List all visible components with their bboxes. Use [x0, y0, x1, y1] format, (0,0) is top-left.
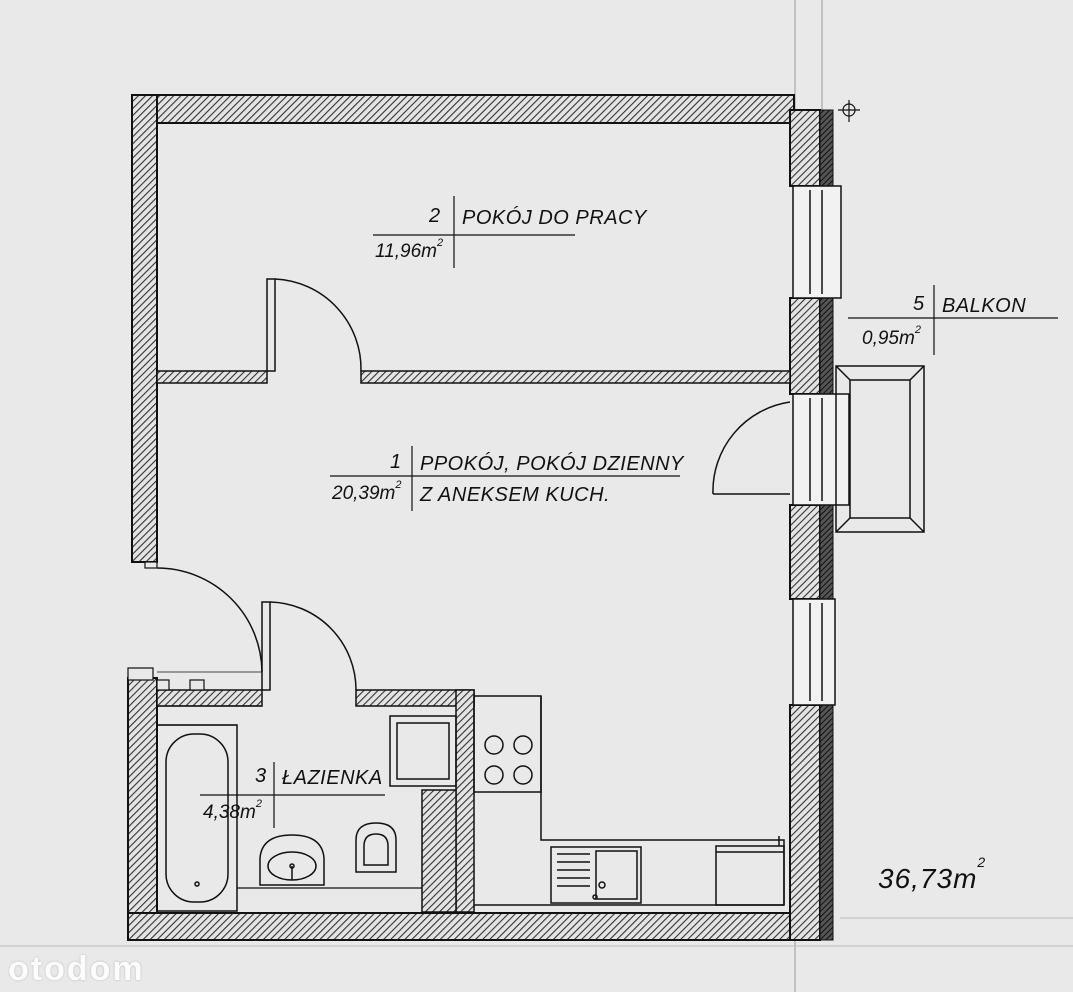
windows — [792, 185, 850, 706]
kitchen-sink — [550, 846, 642, 904]
doors — [156, 278, 791, 691]
room-1-name: PPOKÓJ, POKÓJ DZIENNY — [420, 453, 684, 475]
room-5-name: BALKON — [942, 295, 1027, 317]
room-1-name-line2: Z ANEKSEM KUCH. — [420, 484, 611, 506]
label-lines — [200, 196, 1058, 828]
room-2-name: POKÓJ DO PRACY — [462, 207, 647, 229]
room-3-area: 4,38m2 — [203, 798, 262, 823]
watermark-logo: otodom — [8, 950, 145, 988]
room-5-area: 0,95m2 — [862, 324, 921, 349]
room-2-area: 11,96m2 — [375, 237, 444, 262]
bath-counter — [157, 705, 422, 889]
total-area: 36,73m2 — [878, 854, 987, 894]
wall-stubs — [127, 561, 205, 691]
washing-machine — [389, 715, 457, 787]
outer-facade-strip — [819, 109, 834, 941]
toilet — [355, 822, 397, 873]
fridge — [715, 836, 785, 906]
room-5-number: 5 — [913, 293, 925, 315]
room-1-number: 1 — [390, 451, 402, 473]
room-2-number: 2 — [429, 205, 441, 227]
room-1-area: 20,39m2 — [332, 479, 402, 504]
sink-bath — [259, 834, 325, 886]
room-3-number: 3 — [255, 765, 267, 787]
room-3-name: ŁAZIENKA — [282, 767, 383, 789]
kitchen-counter — [473, 695, 785, 906]
grid-marker-icon — [838, 100, 860, 122]
balcony — [835, 365, 925, 533]
interior-walls — [156, 370, 791, 913]
